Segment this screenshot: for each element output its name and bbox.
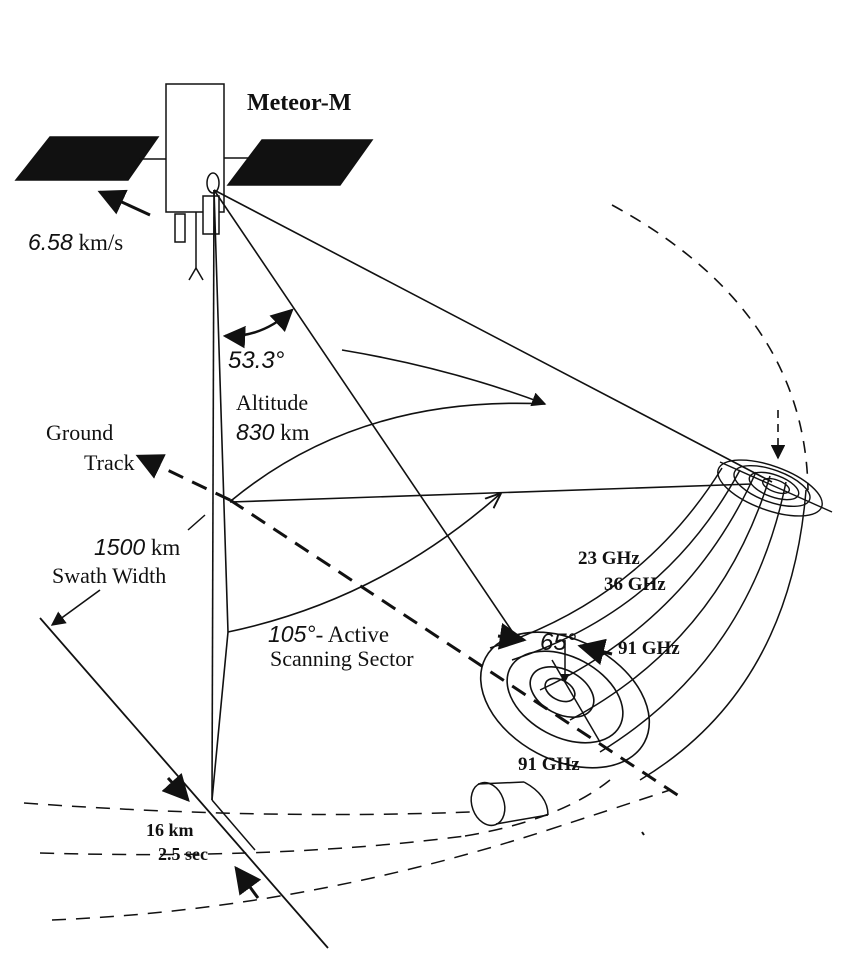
successive-scan-arcs [23,779,671,921]
incidence-angle-arrow [222,308,294,349]
incidence-angle-label: 53.3° [228,347,285,374]
edge-footprint-axis [719,461,833,513]
edge-footprint-rings [717,459,823,517]
radiometer-antenna [206,172,220,194]
footprint-angle-arrow-right [577,638,613,665]
freq-label-91ghz-right: 91 GHz [618,638,680,659]
scan-sector-label-line2: Scanning Sector [270,646,414,671]
freq-label-91ghz-bottom: 91 GHz [518,754,580,775]
stray-mark [641,831,645,836]
next-scan-cylinder [470,781,549,827]
footprint-angle-label: 65° [540,629,577,656]
ground-track-line [229,498,686,802]
scan-footprint-arcs [489,467,807,781]
sample-spacing-tick [211,799,256,851]
ground-track-label-line1: Ground [46,420,113,445]
scan-arc-upper [231,402,546,501]
footprint-angle-arrow-left [497,622,527,650]
sample-distance-label: 16 km [146,820,194,840]
velocity-label: 6.58 km/s [28,229,123,255]
swath-width-label: Swath Width [52,563,166,588]
freq-label-36ghz: 36 GHz [604,574,666,595]
sample-spacing-arrow-bottom [234,865,262,899]
ground-track-arrow [135,454,231,502]
sample-spacing-arrow-top [161,772,190,802]
sample-time-label: 2.5 sec [158,844,208,864]
scan-direction-arrow-upper [341,349,547,407]
footprint-axis [551,659,601,743]
swath-leader-line [187,514,206,531]
satellite [14,83,374,281]
scan-arc-lower [227,494,500,633]
altitude-label: Altitude [236,390,308,415]
freq-label-23ghz: 23 GHz [578,548,640,569]
left-solar-panel [14,136,160,181]
swath-arrow [50,589,101,626]
beam-lines [211,189,773,801]
right-solar-panel [226,139,374,186]
velocity-arrow [97,189,151,217]
ground-track-label-line2: Track [84,450,135,475]
swath-value: 1500 km [94,534,180,560]
satellite-name: Meteor-M [247,90,351,116]
outer-scan-arc-dashed [611,204,809,491]
altitude-value: 830 km [236,419,310,445]
scan-sector-label-line1: 105°- Active [268,621,389,647]
